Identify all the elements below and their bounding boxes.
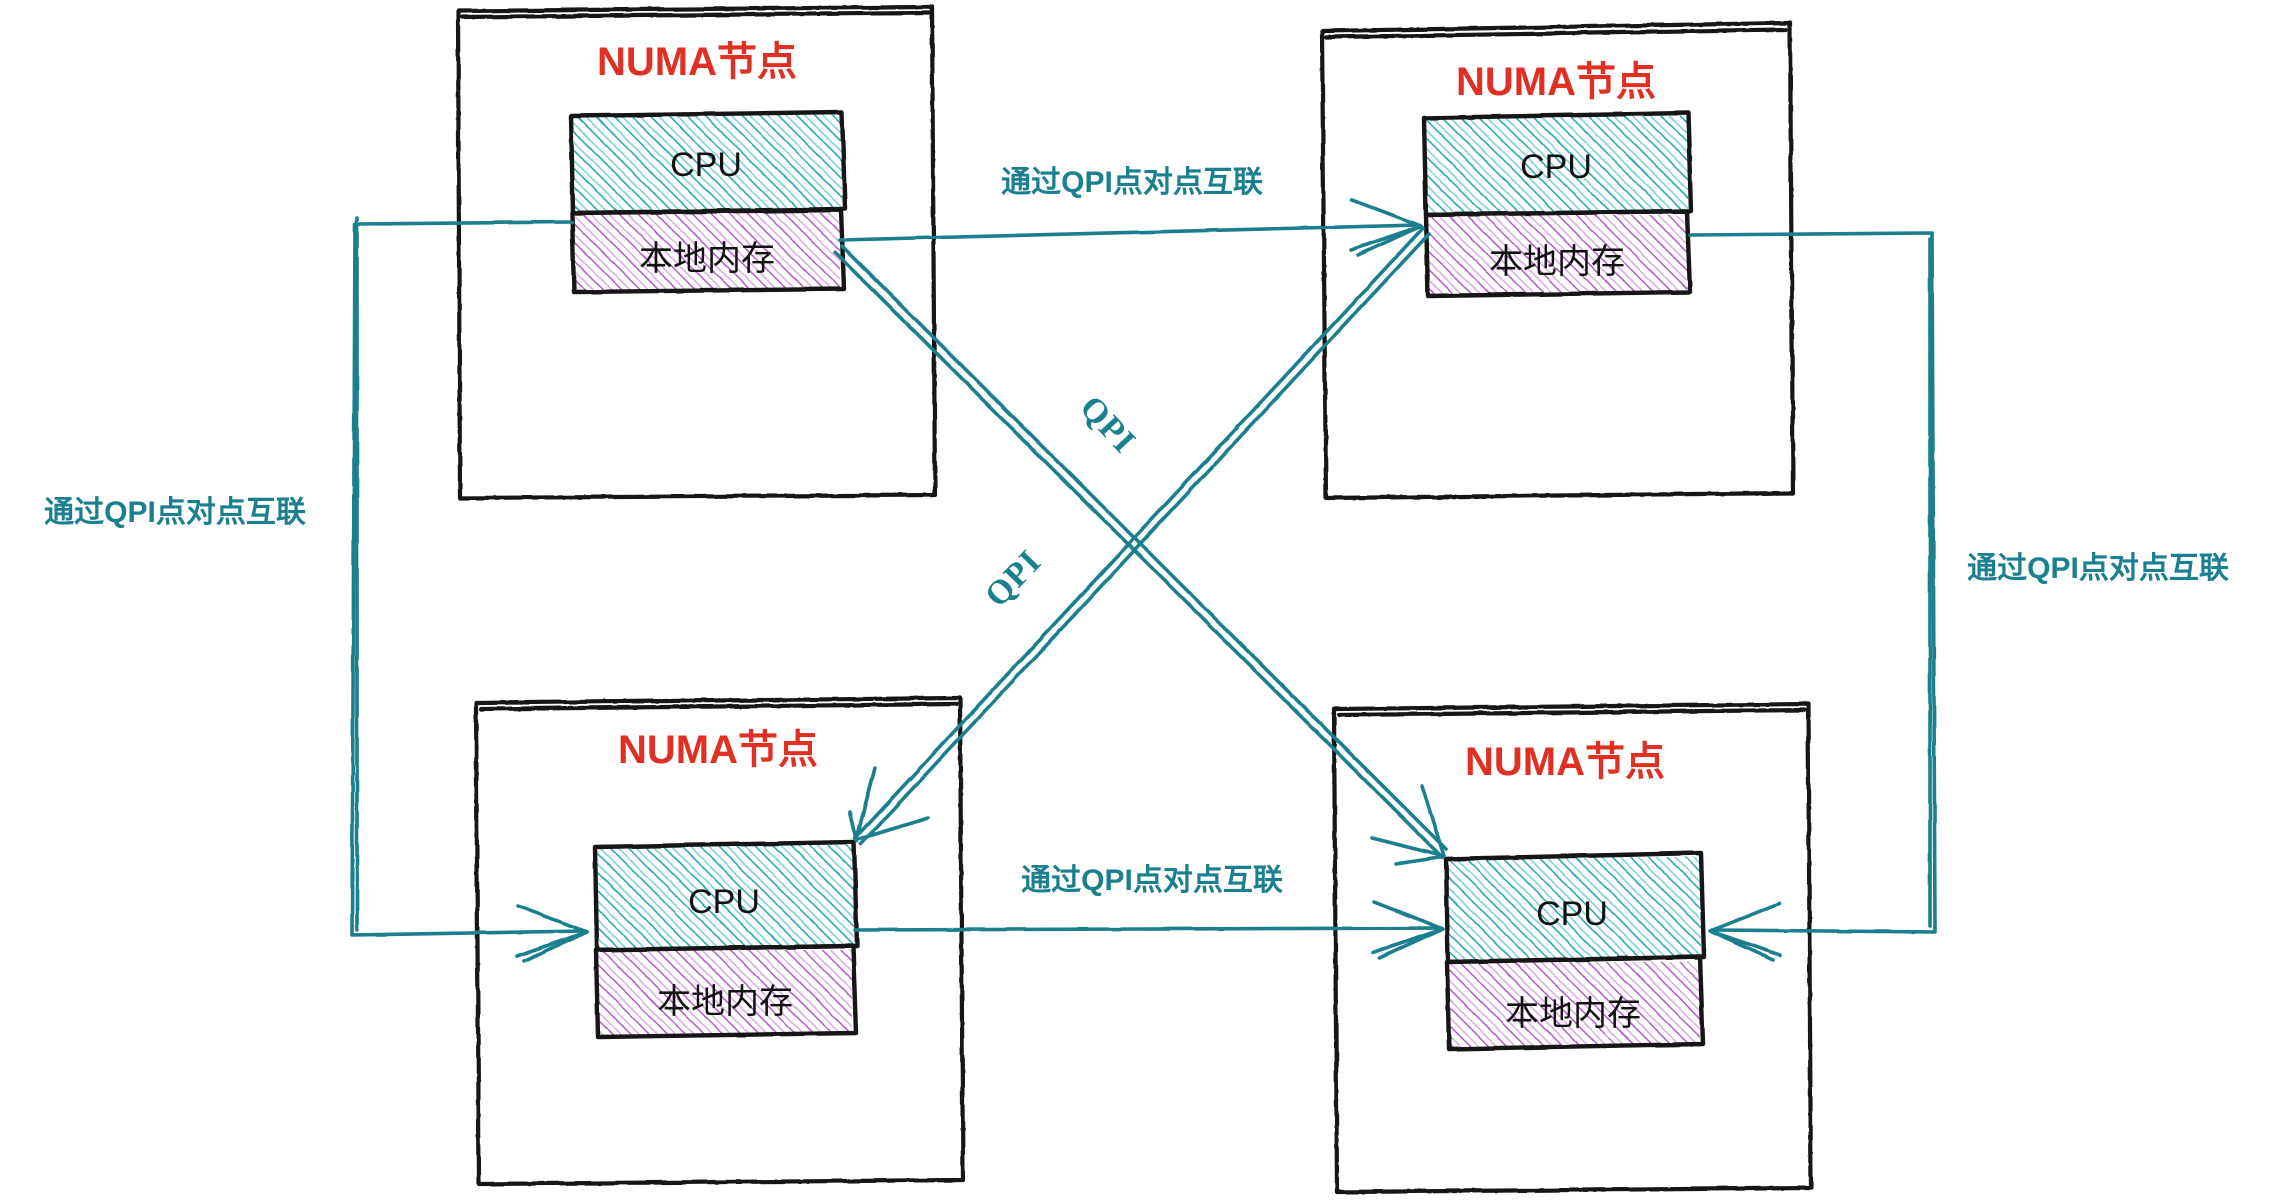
link-label-left: 通过QPI点对点互联 xyxy=(44,496,306,529)
link-diagonal-a xyxy=(833,244,1448,866)
cpu-box-bottom-right xyxy=(1443,850,1707,965)
memory-box-bottom-right xyxy=(1444,954,1706,1052)
memory-box-bottom-left xyxy=(593,943,859,1040)
node-bottom-left: NUMA节点 CPU 本地内存 xyxy=(592,728,860,1040)
link-right xyxy=(1688,231,1937,962)
link-top xyxy=(838,198,1423,257)
node-bottom-left-frame xyxy=(473,695,966,1187)
memory-label-bottom-left: 本地内存 xyxy=(657,983,793,1021)
node-frames-group xyxy=(455,4,1814,1195)
link-label-bottom: 通过QPI点对点互联 xyxy=(1021,864,1283,897)
link-label-right: 通过QPI点对点互联 xyxy=(1967,552,2229,585)
node-title-top-left: NUMA节点 xyxy=(597,40,797,84)
node-top-left-frame xyxy=(455,4,938,501)
cpu-box-top-right xyxy=(1421,110,1694,218)
cpu-label-bottom-left: CPU xyxy=(688,883,760,921)
node-title-top-right: NUMA节点 xyxy=(1456,60,1656,104)
cpu-label-bottom-right: CPU xyxy=(1536,895,1608,933)
memory-box-top-left xyxy=(569,207,847,295)
memory-box-top-right xyxy=(1423,208,1693,299)
cpu-box-top-left xyxy=(568,109,848,216)
node-top-right-frame xyxy=(1319,20,1796,501)
cpu-label-top-right: CPU xyxy=(1520,148,1592,186)
link-label-top: 通过QPI点对点互联 xyxy=(1001,166,1263,199)
node-top-right: NUMA节点 CPU 本地内存 xyxy=(1421,60,1694,299)
node-title-bottom-right: NUMA节点 xyxy=(1465,740,1665,784)
cpu-label-top-left: CPU xyxy=(670,146,742,184)
qpi-connectors-group xyxy=(350,198,1937,963)
node-top-left: NUMA节点 CPU 本地内存 xyxy=(568,40,848,295)
memory-label-bottom-right: 本地内存 xyxy=(1505,995,1641,1033)
node-bottom-right: NUMA节点 CPU 本地内存 xyxy=(1443,740,1707,1052)
node-title-bottom-left: NUMA节点 xyxy=(618,728,818,772)
link-bottom xyxy=(853,900,1445,960)
memory-label-top-left: 本地内存 xyxy=(639,240,775,278)
link-left xyxy=(350,216,589,963)
node-bottom-right-frame xyxy=(1331,701,1814,1195)
cpu-box-bottom-left xyxy=(592,839,860,953)
memory-label-top-right: 本地内存 xyxy=(1489,243,1625,281)
link-diagonal-b xyxy=(848,226,1431,846)
